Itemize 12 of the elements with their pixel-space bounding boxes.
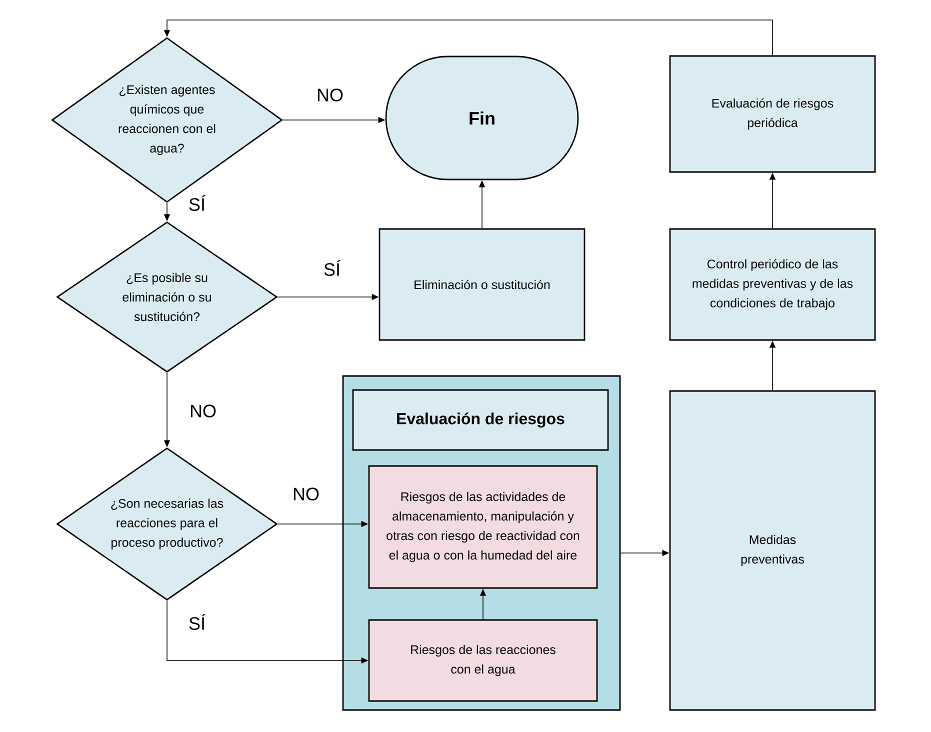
process-box: Control periódico de las medidas preventivas y de las condiciones de trabajo — [669, 228, 876, 341]
process-box: Riesgos de las actividades de almacenamiento, manipulación y otras con riesgo de reactividad con el agua o con la humedad del aire — [368, 465, 598, 589]
edge-label: SÍ — [188, 613, 206, 631]
process-box: Evaluación de riesgos periódica — [669, 55, 876, 173]
process-box: Eliminación o sustitución — [378, 228, 586, 341]
edge-label: SÍ — [322, 259, 342, 277]
edge-label: NO — [188, 404, 218, 418]
process-box: Medidas preventivas — [669, 390, 876, 711]
process-box: Evaluación de riesgos — [352, 389, 609, 451]
edge-label: NO — [292, 486, 320, 502]
edge-label: NO — [316, 88, 344, 102]
process-box: Riesgos de las reacciones con el agua — [368, 619, 598, 702]
